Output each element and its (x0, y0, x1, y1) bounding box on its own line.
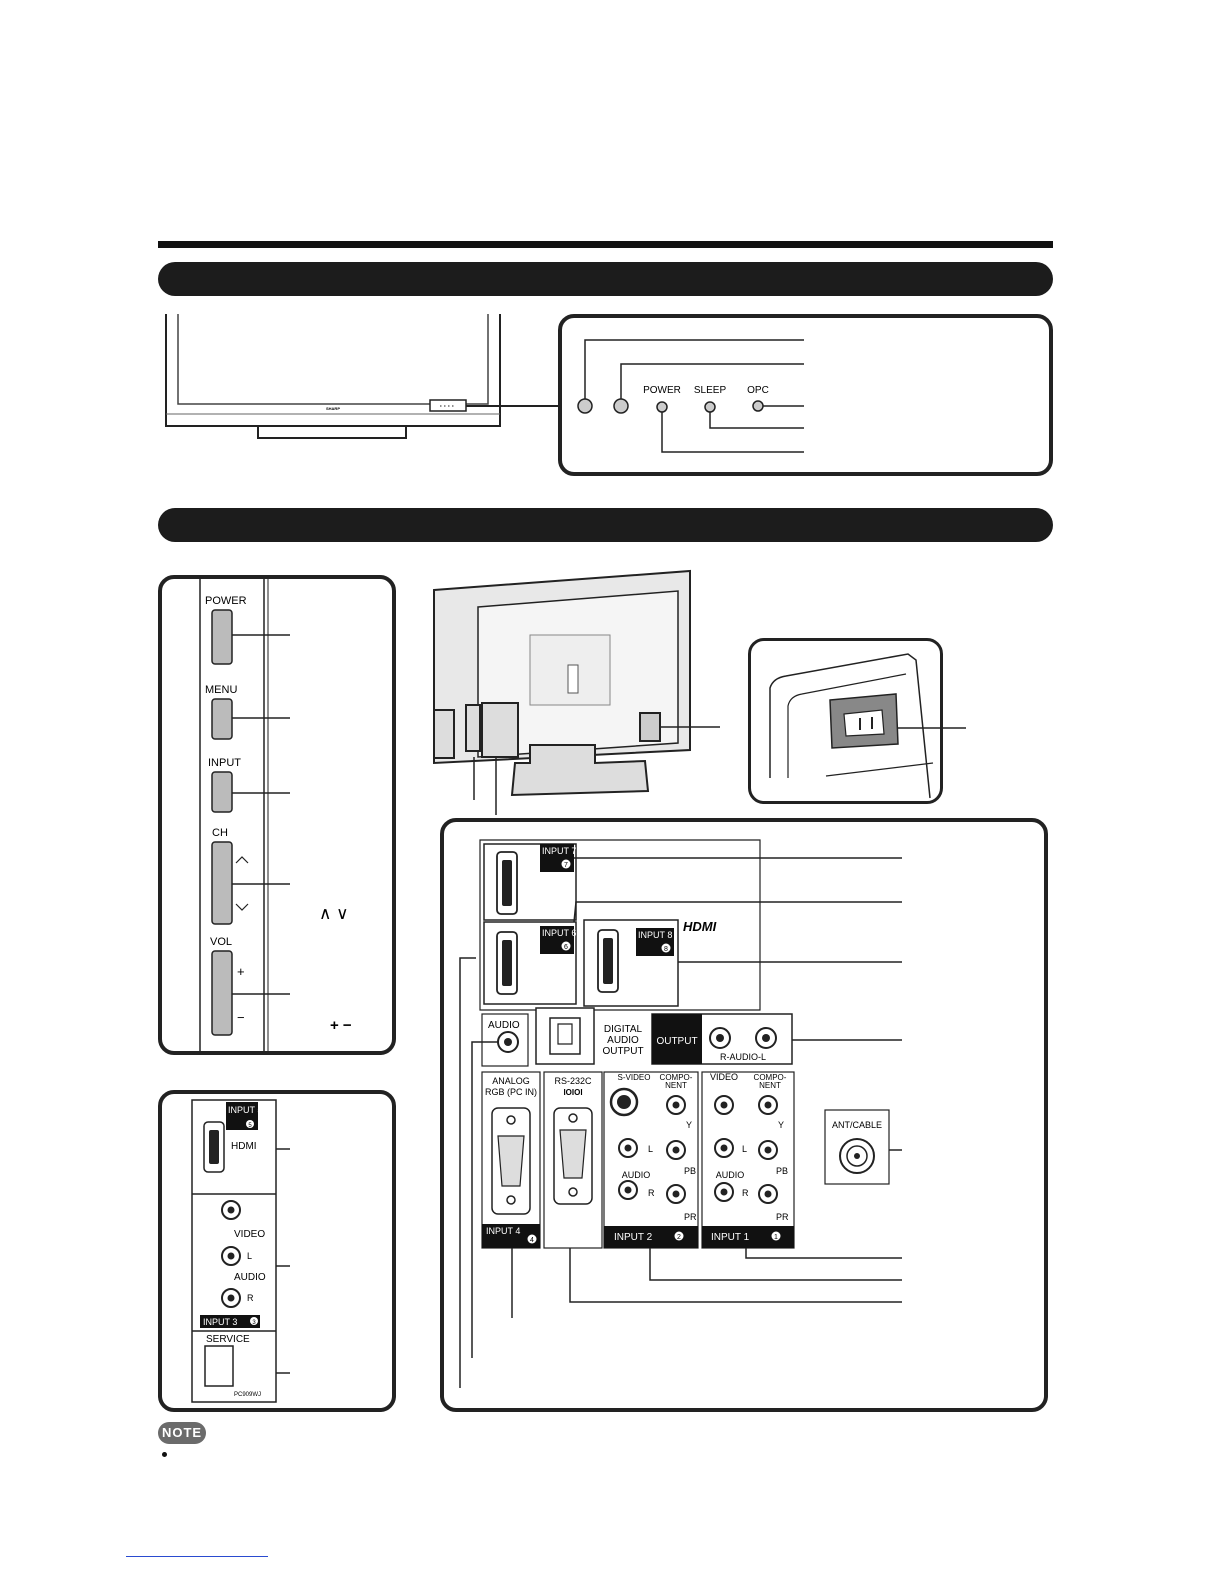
vol-minus-mark: − (237, 1010, 245, 1025)
digital-audio-line2: AUDIO (607, 1035, 639, 1046)
front-stand (257, 425, 407, 439)
input1-y-label: Y (778, 1120, 784, 1130)
side-controls-drawing: POWER MENU INPUT CH ∧ ∨ VOL + − + − (199, 579, 396, 1051)
vol-plus-mark: + (237, 964, 245, 979)
service-label: SERVICE (206, 1334, 250, 1345)
side-hdmi-label: HDMI (231, 1141, 257, 1152)
input1-component-line1: COMPO- (754, 1073, 787, 1082)
rs232c-symbol: IOIOI (563, 1088, 582, 1097)
remote-sensor-icon (577, 398, 593, 414)
power-indicator-label: POWER (643, 385, 681, 396)
input2-pr-label: PR (684, 1212, 697, 1222)
indicator-closeup-box (558, 314, 1053, 476)
side-controls-box (158, 575, 396, 1055)
side-vol-label: VOL (210, 936, 232, 948)
input1-component-line2: NENT (759, 1081, 781, 1090)
footer-link-line (126, 1556, 268, 1557)
input3-badge: 3 (252, 1320, 256, 1326)
r-audio-l-label: R-AUDIO-L (720, 1052, 766, 1062)
analog-rgb-line1: ANALOG (492, 1076, 530, 1086)
opc-indicator-label: OPC (747, 385, 769, 396)
side-input-button (211, 771, 233, 813)
section-bar-front-view (158, 262, 1053, 296)
sleep-indicator-icon (704, 401, 716, 413)
input1-r-label: R (742, 1188, 749, 1198)
side-audio-l-label: L (247, 1251, 252, 1261)
input1-label: INPUT 1 (711, 1232, 750, 1243)
note-badge: NOTE (158, 1422, 206, 1444)
input2-y-label: Y (686, 1120, 692, 1130)
side-video-label: VIDEO (234, 1229, 265, 1240)
input3-label: INPUT 3 (203, 1317, 237, 1327)
ch-down-icon (235, 903, 249, 911)
input1-pb-label: PB (776, 1166, 788, 1176)
rs232c-label: RS-232C (554, 1076, 592, 1086)
input2-pb-label: PB (684, 1166, 696, 1176)
rear-power-inlet-highlight (639, 712, 661, 742)
hdmi-logo: HDMI (683, 919, 717, 934)
input7-badge: 7 (564, 862, 568, 869)
section-bar-rear-view (158, 508, 1053, 542)
side-input-label: INPUT (208, 757, 241, 769)
side-vol-button (211, 950, 233, 1036)
rear-side-panel-highlight (433, 709, 455, 759)
input5-label: INPUT 5 (228, 1105, 262, 1115)
service-port-icon (204, 1345, 234, 1387)
side-audio-label: AUDIO (234, 1272, 266, 1283)
rear-tv-illustration (433, 569, 720, 815)
side-power-button (211, 609, 233, 665)
input2-label: INPUT 2 (614, 1232, 653, 1243)
ch-up-icon (235, 856, 249, 864)
input2-badge: 2 (677, 1234, 681, 1241)
digital-audio-line1: DIGITAL (604, 1024, 643, 1035)
input2-component-line1: COMPO- (660, 1073, 693, 1082)
side-ch-label: CH (212, 827, 228, 839)
input1-badge: 1 (774, 1234, 778, 1241)
input5-badge: 5 (248, 1123, 252, 1129)
side-ch-button (211, 841, 233, 925)
indicator-closeup-drawing: POWER SLEEP OPC (577, 339, 804, 453)
input6-label: INPUT 6 (542, 928, 576, 938)
input7-label: INPUT 7 (542, 846, 576, 856)
opc-sensor-icon (613, 398, 629, 414)
s-video-label: S-VIDEO (618, 1073, 651, 1082)
input4-label: INPUT 4 (486, 1226, 520, 1236)
input2-audio-label: AUDIO (622, 1170, 651, 1180)
side-power-label: POWER (205, 595, 247, 607)
rear-terminal-highlight (481, 702, 519, 758)
input1-pr-label: PR (776, 1212, 789, 1222)
vol-signs-text: + − (330, 1017, 352, 1034)
note-bullet (162, 1452, 167, 1457)
rear-terminals-drawing: INPUT 7 7 INPUT 6 6 INPUT 8 8 HDMI AUDIO… (459, 839, 902, 1388)
digital-audio-line3: OUTPUT (602, 1046, 643, 1057)
rear-stand (510, 744, 650, 797)
model-code: PC909WJ (234, 1392, 261, 1398)
input2-component-line2: NENT (665, 1081, 687, 1090)
analog-rgb-line2: RGB (PC IN) (485, 1087, 537, 1097)
opc-indicator-icon (752, 400, 764, 412)
input1-l-label: L (742, 1144, 747, 1154)
input8-label: INPUT 8 (638, 930, 672, 940)
side-audio-r-label: R (247, 1293, 254, 1303)
input2-r-label: R (648, 1188, 655, 1198)
power-indicator-icon (656, 401, 668, 413)
front-tv-illustration: SHARP (165, 314, 560, 439)
side-menu-button (211, 698, 233, 740)
side-terminals-drawing: INPUT 5 5 HDMI VIDEO L AUDIO R INPUT 3 3… (191, 1099, 396, 1403)
input1-video-label: VIDEO (710, 1072, 738, 1082)
input4-badge: 4 (530, 1237, 534, 1244)
ac-inlet-closeup-drawing (769, 653, 966, 799)
output-label: OUTPUT (656, 1036, 697, 1047)
input8-badge: 8 (664, 946, 668, 953)
sleep-indicator-label: SLEEP (694, 385, 727, 396)
side-menu-label: MENU (205, 684, 237, 696)
input6-badge: 6 (564, 944, 568, 951)
ch-arrows-text: ∧ ∨ (319, 904, 349, 923)
input2-l-label: L (648, 1144, 653, 1154)
input1-audio-label: AUDIO (716, 1170, 745, 1180)
front-brand-logo: SHARP (326, 406, 340, 411)
audio-pc-label: AUDIO (488, 1020, 520, 1031)
ant-cable-label: ANT/CABLE (832, 1120, 882, 1130)
top-rule (158, 241, 1053, 248)
